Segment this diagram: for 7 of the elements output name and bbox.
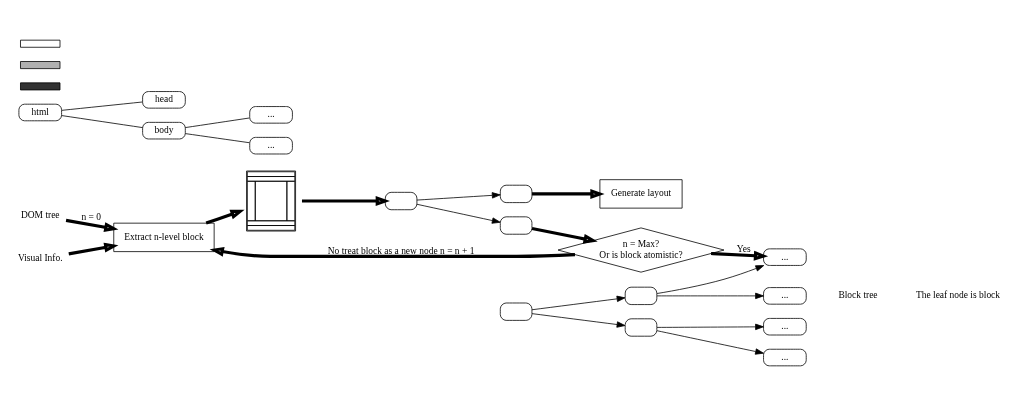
label: The leaf node is block: [915, 289, 1001, 300]
edge-label: n = 0: [81, 211, 102, 222]
node-text: Visual Info.: [17, 252, 63, 263]
label: Block tree: [838, 289, 878, 300]
edge-label: No treat block as a new node n = n + 1: [327, 245, 475, 256]
edge-label: Yes: [736, 243, 751, 254]
node-text: DOM tree: [20, 209, 60, 220]
